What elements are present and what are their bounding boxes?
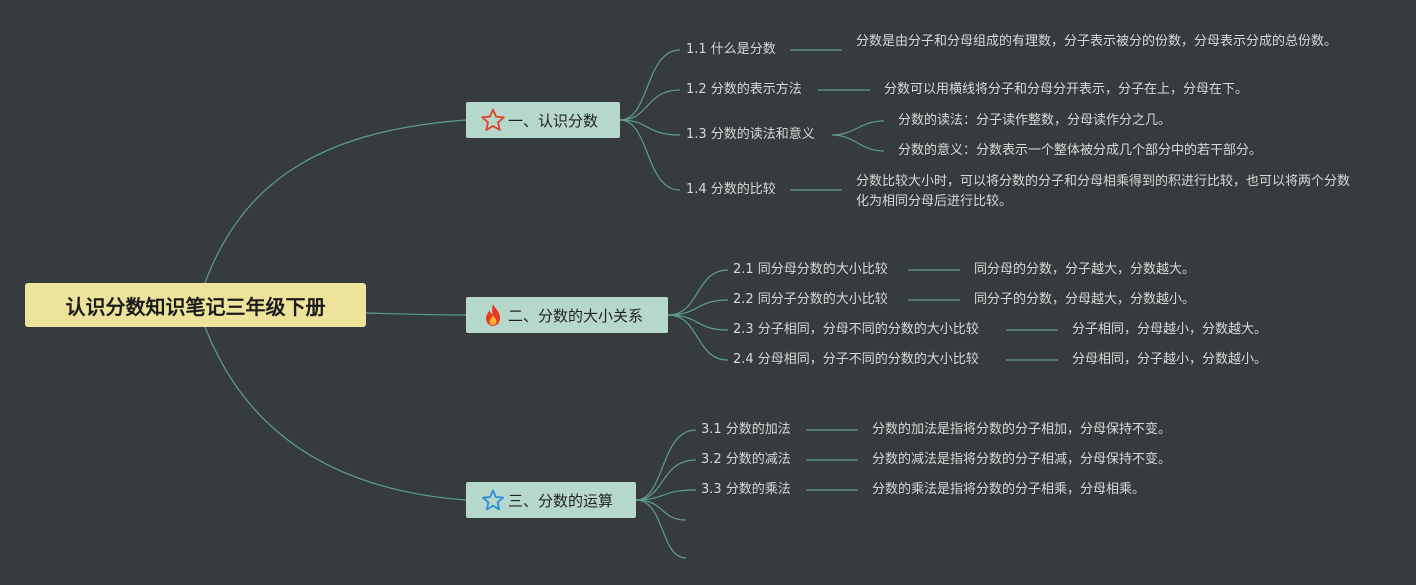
detail-1-1: 分数是由分子和分母组成的有理数，分子表示被分的份数，分母表示分成的总份数。 [856,34,1338,49]
star-outline-icon [480,107,506,133]
connector-b3-t5 [635,499,687,559]
connector-b3-t4 [635,499,687,521]
connector-t13-d2 [831,134,885,152]
connector-b2-t1 [667,269,729,316]
detail-3-2: 分数的减法是指将分数的分子相减，分母保持不变。 [872,452,1172,467]
connector-b3-t1 [635,429,697,501]
topic-3-1[interactable]: 3.1 分数的加法 [701,422,791,437]
connector-t13-d1 [831,120,885,136]
topic-3-3[interactable]: 3.3 分数的乘法 [701,482,791,497]
connector-b2-t4 [667,314,729,361]
detail-3-3: 分数的乘法是指将分数的分子相乘，分母相乘。 [872,482,1146,497]
detail-1-4: 分数比较大小时，可以将分数的分子和分母相乘得到的积进行比较，也可以将两个分数化为… [856,174,1351,209]
branch-1-label: 一、认识分数 [508,111,599,130]
detail-2-4: 分母相同，分子越小，分数越小。 [1072,352,1268,367]
detail-1-3-a: 分数的读法：分子读作整数，分母读作分之几。 [898,113,1172,128]
detail-3-1: 分数的加法是指将分数的分子相加，分母保持不变。 [872,422,1172,437]
topic-2-4[interactable]: 2.4 分母相同，分子不同的分数的大小比较 [733,352,979,367]
connector-b1-t2 [619,89,681,121]
connector-b1-t1 [619,49,681,121]
connector-root-b1 [204,119,467,284]
root-title: 认识分数知识笔记三年级下册 [65,294,326,319]
detail-2-1: 同分母的分数，分子越大，分数越大。 [974,262,1196,277]
connector-b3-t3 [635,489,697,501]
connector-b2-t3 [667,314,729,331]
detail-2-2: 同分子的分数，分母越大，分数越小。 [974,292,1196,307]
connector-root-b3 [204,326,467,501]
topic-1-2[interactable]: 1.2 分数的表示方法 [686,82,802,97]
fire-icon [480,302,506,328]
connector-b1-t3 [619,119,681,136]
branch-2-label: 二、分数的大小关系 [508,306,644,325]
topic-1-4[interactable]: 1.4 分数的比较 [686,182,776,197]
branch-3-label: 三、分数的运算 [508,491,614,510]
root-topic[interactable]: 认识分数知识笔记三年级下册 [25,283,366,327]
connector-b2-t2 [667,299,729,316]
topic-2-1[interactable]: 2.1 同分母分数的大小比较 [733,262,888,277]
branch-3-node[interactable]: 三、分数的运算 [466,482,636,518]
connector-root-b2 [365,312,467,316]
topic-1-3[interactable]: 1.3 分数的读法和意义 [686,127,815,142]
branch-2-node[interactable]: 二、分数的大小关系 [466,297,668,333]
connector-b3-t2 [635,459,697,501]
connector-b1-t4 [619,119,681,191]
topic-2-3[interactable]: 2.3 分子相同，分母不同的分数的大小比较 [733,322,979,337]
topic-3-2[interactable]: 3.2 分数的减法 [701,452,791,467]
topic-1-1[interactable]: 1.1 什么是分数 [686,42,776,57]
detail-1-2: 分数可以用横线将分子和分母分开表示，分子在上，分母在下。 [884,82,1249,97]
branch-1-node[interactable]: 一、认识分数 [466,102,620,138]
topic-2-2[interactable]: 2.2 同分子分数的大小比较 [733,292,888,307]
star-blue-icon [480,487,506,513]
detail-2-3: 分子相同，分母越小，分数越大。 [1072,322,1268,337]
detail-1-3-b: 分数的意义：分数表示一个整体被分成几个部分中的若干部分。 [898,143,1263,158]
